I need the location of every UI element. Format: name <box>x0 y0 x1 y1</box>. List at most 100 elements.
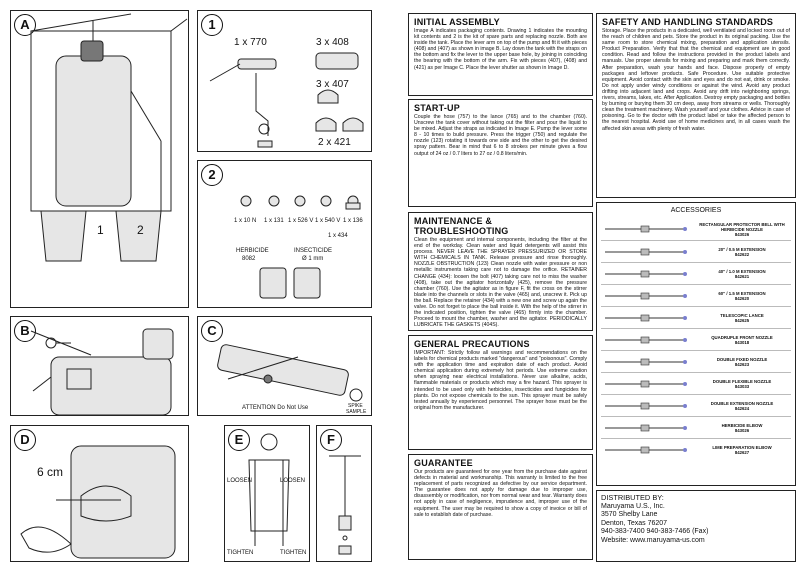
accessory-illustration <box>601 440 693 460</box>
accessory-illustration <box>601 219 693 239</box>
part-770-qty: 1 x 770 <box>234 37 267 48</box>
accessories-list: RECTANGULAR PROTECTOR BELL WITH HERBICID… <box>601 218 791 460</box>
distributor-name: Maruyama U.S., Inc. <box>601 502 665 510</box>
safety-body: Storage. Place the products in a dedicat… <box>602 28 790 132</box>
panel-c-letter: C <box>201 320 223 342</box>
lever-fixing-illustration <box>217 344 363 402</box>
accessory-illustration <box>601 242 693 262</box>
section-start-up: START-UP Couple the hose (757) to the la… <box>408 99 593 207</box>
panel-f-letter: F <box>320 429 342 451</box>
loosen-right: LOOSEN <box>280 478 306 484</box>
accessory-name: DOUBLE FLEXIBLE NOZZLE <box>712 378 772 384</box>
spare-parts-illustration <box>240 195 361 299</box>
accessory-illustration <box>601 286 693 306</box>
panel-a-label-2: 2 <box>137 223 144 237</box>
lever-arm-illustration <box>30 328 174 415</box>
start-up-body: Couple the hose (757) to the lance (765)… <box>414 114 587 157</box>
accessory-name: HERBICIDE ELBOW <box>721 422 763 428</box>
accessory-name: QUADRUPLE FRONT NOZZLE <box>711 334 773 340</box>
accessory-illustration <box>601 418 693 438</box>
loosen-left: LOOSEN <box>227 478 253 484</box>
mounting-kit-illustration <box>209 52 364 148</box>
sprayer-packaging-illustration <box>30 13 188 262</box>
maintenance-body: Clean the equipment and internal compone… <box>414 237 587 329</box>
panel-a-label-1: 1 <box>97 223 104 237</box>
part-136-qty: 1 x 136 <box>343 218 363 224</box>
accessory-name: LIME PREPARATION ELBOW <box>712 444 772 450</box>
accessories-title: ACCESSORIES <box>670 207 722 214</box>
tighten-left: TIGHTEN <box>227 550 254 556</box>
accessory-code: 842623 <box>734 361 750 367</box>
strap-adjust-illustration <box>248 433 290 546</box>
distributor-website[interactable]: Website: www.maruyama-us.com <box>601 536 705 544</box>
distributor-box: DISTRIBUTED BY: Maruyama U.S., Inc. 3570… <box>596 490 796 562</box>
initial-assembly-body: Image A indicates packaging contents. Dr… <box>414 28 587 71</box>
panel-a-letter: A <box>14 14 36 36</box>
spike-label: SPIKE <box>348 403 363 409</box>
panel-f-agitator: F <box>316 425 372 562</box>
panel-a-packaging: A 1 2 <box>10 10 189 308</box>
accessory-code: 842624 <box>734 405 750 411</box>
accessory-illustration <box>601 374 693 394</box>
part-408-qty: 3 x 408 <box>316 37 349 48</box>
accessory-name: TELESCOPIC LANCE <box>720 312 764 318</box>
panel-2-number: 2 <box>201 164 223 186</box>
part-526v-qty: 1 x 526 V <box>288 218 314 224</box>
accessory-name: 40" / 1.0 M EXTENSION <box>718 268 766 274</box>
section-accessories: ACCESSORIES RECTANGULAR PROTECTOR BELL W… <box>596 202 796 486</box>
section-general-precautions: GENERAL PRECAUTIONS IMPORTANT: Strictly … <box>408 335 593 450</box>
accessory-code: 843018 <box>734 339 750 345</box>
accessory-text: RECTANGULAR PROTECTOR BELL WITH HERBICID… <box>693 222 791 237</box>
accessory-name: DOUBLE FIXED NOZZLE <box>716 356 768 362</box>
herbicide-code: 8082 <box>242 256 256 262</box>
distance-label: 6 cm <box>37 465 64 479</box>
insecticide-orifice: Ø 1 mm <box>302 256 324 262</box>
panel-2-spare-parts: 2 1 x 10 N 1 x 131 1 x 526 V 1 x 540 V 1… <box>197 160 372 308</box>
distributor-phone: 940-383-7400 940-383-7466 (Fax) <box>601 528 709 536</box>
accessory-code: 842627 <box>734 449 750 455</box>
safety-title: SAFETY AND HANDLING STANDARDS <box>602 17 774 27</box>
insecticide-label: INSECTICIDE <box>294 248 333 254</box>
accessory-code: 843026 <box>734 231 750 237</box>
distributor-address-line2: Denton, Texas 76207 <box>601 519 668 527</box>
accessory-illustration <box>601 330 693 350</box>
section-safety: SAFETY AND HANDLING STANDARDS Storage. P… <box>596 13 796 198</box>
section-maintenance: MAINTENANCE & TROUBLESHOOTING Clean the … <box>408 212 593 331</box>
panel-d-lever-shutter: D 6 cm <box>10 425 189 562</box>
part-540v-qty: 1 x 540 V <box>315 218 341 224</box>
distributor-address-line1: 3570 Shelby Lane <box>601 511 658 519</box>
accessory-code: 842625 <box>734 317 750 323</box>
accessory-name: 20" / 0.5 M EXTENSION <box>718 246 766 252</box>
attention-label: ATTENTION Do Not Use <box>242 405 309 411</box>
accessory-illustration <box>601 264 693 284</box>
accessory-illustration <box>601 308 693 328</box>
herbicide-label: HERBICIDE <box>236 248 269 254</box>
panel-1-number: 1 <box>201 14 223 36</box>
section-guarantee: GUARANTEE Our products are guaranteed fo… <box>408 454 593 560</box>
lever-shutter-illustration <box>20 445 176 559</box>
panel-c-lever-fixing: C ATTENTION Do Not Use SPIKE SAMPLE <box>197 316 372 416</box>
panel-1-mounting-kit: 1 1 x 770 3 x 408 3 x 407 2 x 421 <box>197 10 372 152</box>
part-131-qty: 1 x 131 <box>264 218 284 224</box>
guarantee-title: GUARANTEE <box>414 458 473 468</box>
panel-e-strap-adjust: E LOOSEN LOOSEN TIGHTEN TIGHTEN <box>224 425 310 562</box>
accessory-item: RECTANGULAR PROTECTOR BELL WITH HERBICID… <box>601 218 791 240</box>
accessory-illustration <box>601 352 693 372</box>
panel-b-letter: B <box>14 320 36 342</box>
panel-e-letter: E <box>228 429 250 451</box>
